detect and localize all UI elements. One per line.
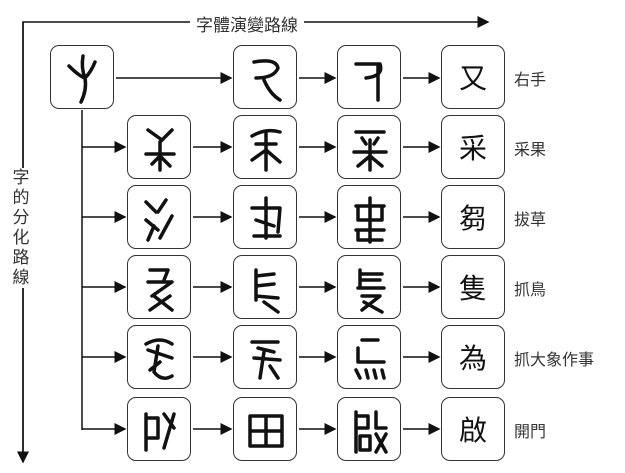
glyph-box-seal [337,255,401,319]
glyph-box-bronze [233,325,297,389]
ancient-glyph-icon [144,128,176,172]
horizontal-axis-title: 字體演變路線 [190,11,304,36]
glyph-box-seal [337,185,401,249]
ancient-glyph-icon [144,338,174,380]
modern-character-box: 又 [441,45,505,109]
ancient-glyph-icon [144,412,176,452]
ancient-glyph-icon [354,196,386,244]
glyph-box-bronze [233,115,297,179]
ancient-glyph-icon [250,340,282,380]
ancient-glyph-icon [144,198,174,242]
glyph-box-seal [337,325,401,389]
ancient-glyph-icon [356,268,386,314]
meaning-label: 抓鳥 [514,280,547,299]
glyph-box-seal [337,397,401,461]
glyph-box-oracle [127,255,191,319]
ancient-glyph-icon [67,54,97,104]
glyph-box-oracle [127,185,191,249]
ancient-glyph-icon [248,414,284,448]
glyph-box-seal [337,115,401,179]
ancient-glyph-icon [250,128,282,172]
ancient-glyph-icon [354,410,388,454]
ancient-glyph-icon [354,338,386,380]
ancient-glyph-icon [252,59,282,102]
vertical-axis-title: 字的分化路線 [11,168,31,288]
ancient-glyph-icon [146,268,174,312]
modern-character-box: 隻 [441,255,505,319]
glyph-box-oracle [127,325,191,389]
modern-character-box: 啟 [441,397,505,461]
glyph-box-oracle [127,115,191,179]
ancient-glyph-icon [354,62,383,102]
glyph-box-bronze [233,255,297,319]
glyph-box-bronze [233,397,297,461]
meaning-label: 拔草 [514,210,547,229]
glyph-box-seal [337,45,401,109]
modern-character-box: 為 [441,325,505,389]
modern-character-box: 芻 [441,185,505,249]
glyph-box-bronze [233,185,297,249]
meaning-label: 右手 [514,70,547,89]
glyph-box-bronze [233,45,297,109]
modern-character-box: 采 [441,115,505,179]
root-glyph-box [50,45,114,109]
ancient-glyph-icon [352,130,388,172]
meaning-label: 抓大象作事 [514,350,595,369]
ancient-glyph-icon [254,268,280,314]
meaning-label: 開門 [514,422,547,441]
ancient-glyph-icon [250,196,282,240]
glyph-box-oracle [127,397,191,461]
meaning-label: 采果 [514,140,547,159]
